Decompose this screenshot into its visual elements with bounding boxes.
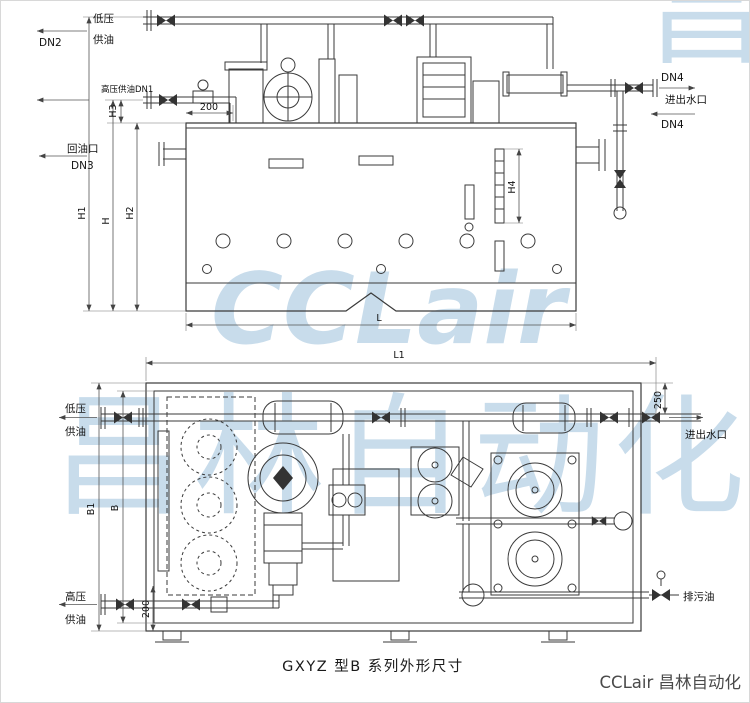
front-hp-supply-label: 高压供油DN1 <box>101 84 153 95</box>
plan-motor-pump <box>247 434 366 596</box>
plan-valve-block <box>410 421 484 521</box>
front-deck-equipment <box>224 56 568 124</box>
plan-drain-line <box>459 524 679 607</box>
plan-drain-oil-label: 排污油 <box>683 590 715 603</box>
plan-dim-250: 250 <box>653 391 664 409</box>
front-supply-oil-label: 供油 <box>93 33 114 46</box>
front-dn3-label: DN3 <box>71 160 94 172</box>
plan-supply-oil-label: 供油 <box>65 425 86 438</box>
front-dim-l: L <box>376 313 382 324</box>
brand-credit: CCLair 昌林自动化 <box>600 673 741 692</box>
front-dn2-label: DN2 <box>39 37 62 49</box>
watermark-brand-text: CCLair <box>211 253 571 367</box>
front-right-labels: DN4 进出水口 DN4 <box>651 72 707 131</box>
front-left-labels: 低压 供油 DN2 高压供油DN1 回油口 DN3 <box>37 12 153 172</box>
plan-high-pressure-label: 高压 <box>65 590 86 603</box>
plan-dimensions: L1 250 B1 B 200 <box>86 350 673 632</box>
front-tank-internals <box>202 148 562 274</box>
front-dn4-bottom-label: DN4 <box>661 119 684 131</box>
front-dim-200: 200 <box>200 102 218 113</box>
drawing-caption: GXYZ 型B 系列外形尺寸 <box>282 658 464 675</box>
front-right-assembly <box>567 79 658 220</box>
plan-mid-reservoir <box>332 468 400 582</box>
front-dim-h1: H1 <box>77 206 88 219</box>
plan-water-port-label: 进出水口 <box>685 428 727 441</box>
watermark-corner-glyph: 昌 <box>649 1 750 81</box>
front-low-pressure-pipe <box>143 10 554 69</box>
front-dim-h4: H4 <box>507 180 518 193</box>
front-dim-h3: H3 <box>108 104 119 117</box>
front-water-port-label: 进出水口 <box>665 93 707 106</box>
front-return-port-label: 回油口 <box>67 142 99 155</box>
plan-strainer <box>157 396 256 596</box>
front-dim-h2: H2 <box>125 206 136 219</box>
plan-view: L1 250 B1 B 200 低压 供油 进出水口 排污油 高压 供油 <box>59 350 727 643</box>
plan-dim-b: B <box>110 505 121 512</box>
front-high-pressure-pipe <box>143 79 237 123</box>
plan-labels: 低压 供油 进出水口 排污油 高压 供油 <box>59 402 727 626</box>
plan-feet <box>155 630 575 643</box>
plan-hp-oil-line <box>59 594 280 615</box>
front-return-port <box>158 142 186 166</box>
plan-dim-l1: L1 <box>393 350 404 361</box>
plan-supply-oil2-label: 供油 <box>65 613 86 626</box>
plan-dim-200: 200 <box>141 600 152 618</box>
front-dim-h: H <box>101 217 112 224</box>
plan-low-pressure-label: 低压 <box>65 402 86 415</box>
front-tank <box>185 122 577 312</box>
front-view: H1 H H2 H3 200 H4 L 低压 供油 DN2 高压供油DN1 <box>37 10 707 331</box>
front-dn4-top-label: DN4 <box>661 72 684 84</box>
plan-cooler-unit <box>456 452 633 596</box>
plan-water-line <box>100 400 703 435</box>
plan-dim-b1: B1 <box>86 503 97 516</box>
front-low-pressure-label: 低压 <box>93 12 114 25</box>
front-dimensions: H1 H H2 H3 200 H4 L <box>77 16 577 331</box>
